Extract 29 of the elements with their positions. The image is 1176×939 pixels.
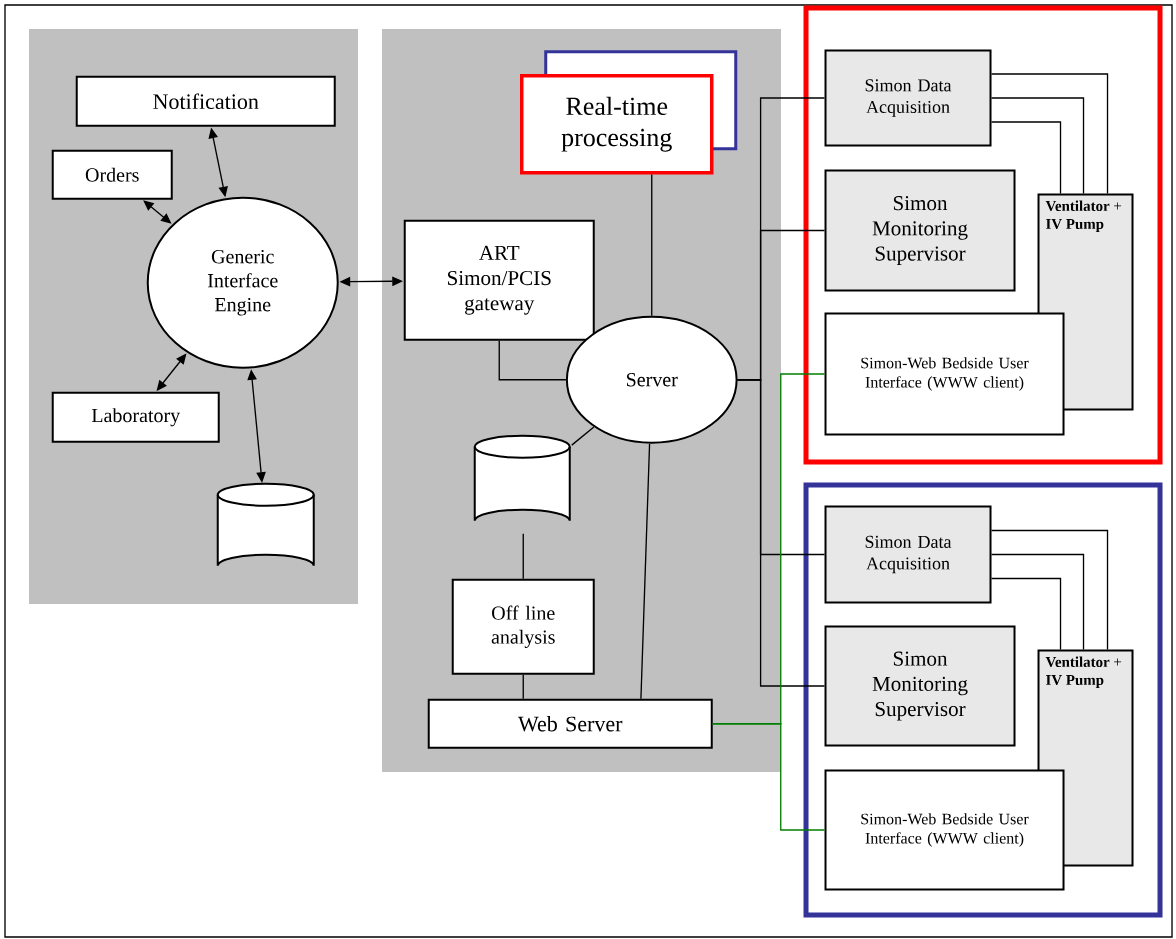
process-box: Simon Data Acquisition xyxy=(824,505,992,604)
connector-line xyxy=(651,173,653,317)
process-box: Notification xyxy=(75,75,336,127)
connector-line xyxy=(640,443,651,700)
process-box: Real-time processing xyxy=(520,74,714,175)
connector-line xyxy=(736,379,826,687)
group-frame xyxy=(803,5,1163,465)
connector-line xyxy=(522,674,524,700)
process-box: Laboratory xyxy=(51,391,220,443)
process-box: Simon-Web Bedside User Interface (WWW client) xyxy=(824,312,1065,436)
connector-line xyxy=(498,340,567,381)
connector-line xyxy=(990,121,1062,195)
connector-line xyxy=(990,529,1109,651)
group-frame xyxy=(803,482,1163,918)
process-box: Web Server xyxy=(427,698,713,749)
connector-line xyxy=(990,553,1085,651)
connector-line xyxy=(990,97,1085,195)
process-box: Orders xyxy=(51,149,173,200)
process-box: ART Simon/PCIS gateway xyxy=(403,219,595,341)
process-box: Simon Monitoring Supervisor xyxy=(824,169,1016,292)
connector-line xyxy=(522,533,524,580)
connector-line xyxy=(990,73,1109,195)
process-box: Simon Data Acquisition xyxy=(824,49,992,147)
process-box: Off line analysis xyxy=(451,578,595,675)
process-box: Simon Monitoring Supervisor xyxy=(824,625,1016,747)
connector-line xyxy=(990,577,1062,651)
connector-line xyxy=(712,723,826,831)
connector-line xyxy=(571,426,595,446)
process-box: Simon-Web Bedside User Interface (WWW client) xyxy=(824,769,1065,891)
